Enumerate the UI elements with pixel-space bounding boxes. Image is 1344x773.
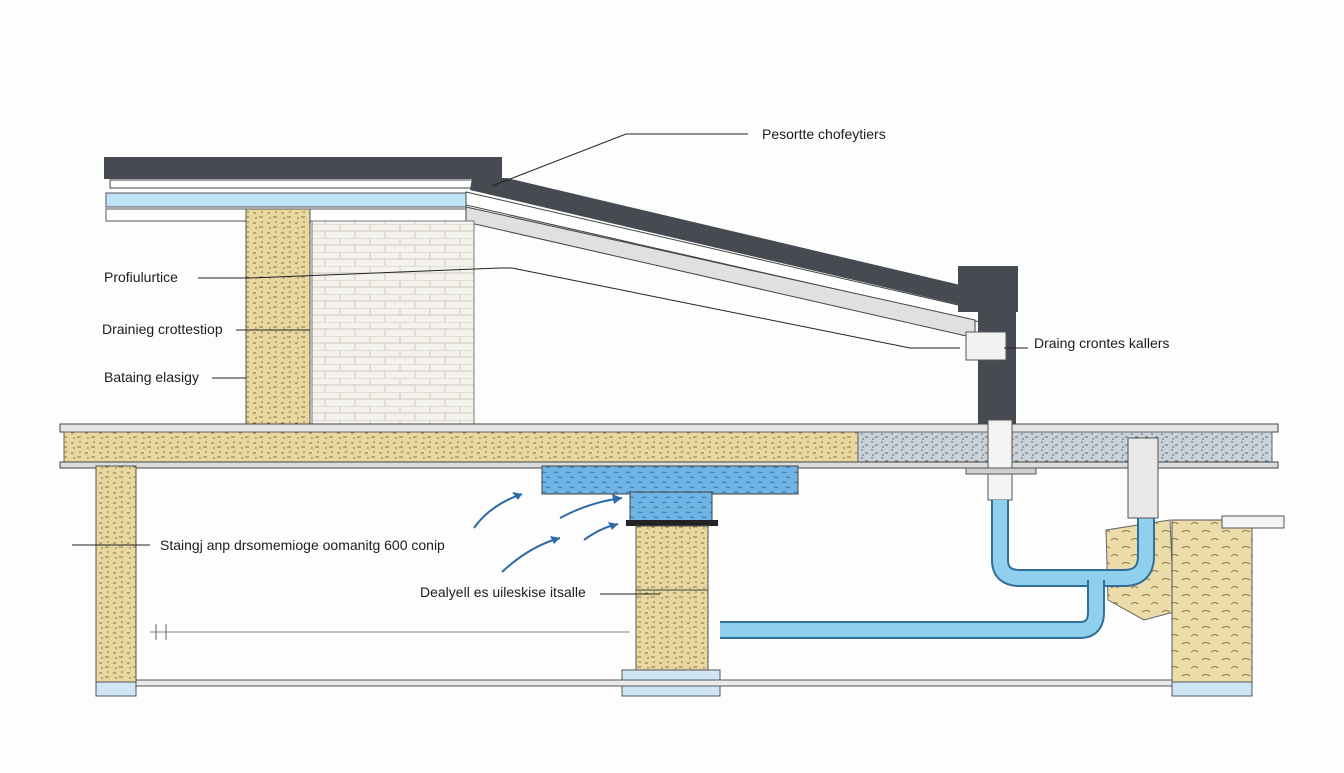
sloped-roof-layer	[465, 191, 981, 323]
gutter-outlet	[965, 331, 1007, 361]
roof-insulation-blue	[105, 192, 467, 208]
seal-band	[626, 520, 718, 526]
arrowhead-icon	[512, 492, 522, 500]
label-top-right: Pesortte chofeytiers	[762, 126, 886, 142]
vertical-drain	[1127, 437, 1159, 519]
right-wall	[1171, 519, 1253, 683]
leader-left-1	[198, 267, 960, 349]
flow-arrows	[473, 493, 623, 573]
drain-pipe-lower	[720, 580, 1105, 639]
floor-base	[135, 679, 1177, 687]
sloped-roof-dark	[470, 178, 990, 312]
roof-membrane	[109, 179, 473, 189]
left-base	[95, 681, 137, 697]
central-pier	[635, 525, 709, 671]
roof-cap	[104, 157, 502, 179]
gutter-box	[958, 266, 1018, 312]
label-left-3: Bataing elasigy	[104, 369, 199, 385]
label-middle-short: Dealyell es uileskise itsalle	[420, 584, 586, 600]
label-left-2: Drainieg crottestiop	[102, 321, 223, 337]
brick-wall	[311, 220, 475, 432]
guide-ticks	[155, 624, 167, 640]
leader-top-right	[491, 133, 748, 187]
right-wall-base	[1171, 681, 1253, 697]
drain-pipe-upper-fill	[993, 470, 1153, 585]
insulated-column	[245, 208, 311, 432]
right-wall-cap	[1221, 515, 1285, 529]
arrowhead-icon	[612, 494, 622, 504]
arrowhead-icon	[608, 522, 618, 530]
arrowhead-icon	[550, 536, 560, 544]
label-middle-long: Staingj anp drsomemioge oomanitg 600 con…	[160, 537, 445, 553]
slab-aggregate	[63, 431, 861, 465]
label-left-1: Profiulurtice	[104, 269, 178, 285]
flow-arrow-icon	[473, 493, 523, 529]
pipe-connector	[987, 419, 1013, 501]
slab-gravel	[857, 431, 1273, 465]
flow-arrow-icon	[501, 537, 561, 573]
label-right-1: Draing crontes kallers	[1034, 335, 1170, 351]
downpipe	[978, 312, 1016, 424]
water-channel	[541, 465, 799, 495]
pipe-flange	[965, 467, 1037, 475]
slab-top	[59, 423, 1279, 433]
drain-pipe-lower-fill	[720, 580, 1103, 637]
flow-arrow-icon	[559, 497, 623, 519]
left-foundation	[95, 465, 137, 685]
water-column	[629, 491, 713, 523]
